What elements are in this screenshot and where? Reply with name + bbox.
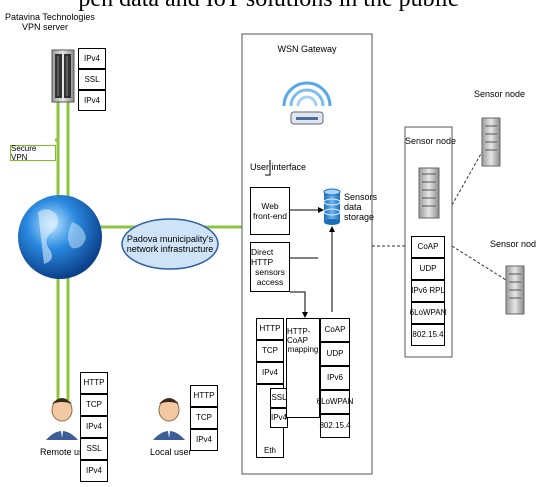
secure-vpn-label: Secure VPN bbox=[10, 144, 56, 162]
gateway-stack-coap: CoAP bbox=[320, 318, 350, 342]
remote-user-label: Remote user bbox=[40, 447, 92, 457]
web-front-end-line1: Web bbox=[261, 201, 279, 211]
municipality-label-line2: network infrastructure bbox=[126, 244, 214, 254]
mapping-line1: HTTP-CoAP bbox=[287, 327, 311, 345]
figure-caption-heading: pen data and IoT solutions in the public bbox=[0, 0, 537, 13]
gateway-stack-http: HTTP bbox=[256, 318, 284, 340]
remote-stack-ipv4-lower: IPv4 bbox=[80, 460, 108, 482]
municipality-network-cloud bbox=[121, 218, 219, 270]
municipality-network-label: Padova municipality's network infrastruc… bbox=[122, 234, 218, 254]
vpn-server-label-line2: VPN server bbox=[21, 22, 68, 32]
web-front-end-box: Web front-end bbox=[250, 187, 290, 235]
vpn-stack-ipv4-lower: IPv4 bbox=[78, 90, 106, 111]
sensor-node-rack-icon-right bbox=[505, 265, 525, 315]
storage-label-line2: data bbox=[344, 202, 362, 212]
http-coap-mapping-box: HTTP-CoAP mapping bbox=[286, 318, 320, 418]
sensor-stack-udp: UDP bbox=[411, 258, 445, 280]
remote-stack-ssl: SSL bbox=[80, 438, 108, 460]
internet-globe-icon bbox=[18, 195, 102, 279]
direct-http-line1: Direct HTTP bbox=[251, 247, 274, 267]
local-user-icon bbox=[153, 398, 185, 440]
sensor-stack-802154: 802.15.4 bbox=[411, 324, 445, 346]
sensors-data-storage-label: Sensors data storage bbox=[344, 192, 377, 222]
storage-label-line3: storage bbox=[344, 212, 375, 222]
mapping-line2: mapping bbox=[287, 345, 319, 354]
web-front-end-line2: front-end bbox=[252, 211, 288, 221]
vpn-server-rack-icon bbox=[51, 49, 75, 103]
wsn-gateway-title: WSN Gateway bbox=[277, 44, 337, 54]
sensor-node-rack-icon-panel bbox=[418, 167, 440, 219]
gateway-stack-udp: UDP bbox=[320, 342, 350, 366]
gateway-stack-ipv4-lower: IPv4 bbox=[270, 408, 288, 428]
gateway-arrows bbox=[265, 160, 335, 318]
direct-http-access-box: Direct HTTP sensors access bbox=[250, 242, 290, 292]
remote-user-icon bbox=[46, 398, 78, 440]
vpn-stack-ssl: SSL bbox=[78, 69, 106, 90]
sensor-panel-title: Sensor node bbox=[405, 136, 457, 146]
storage-database-icon bbox=[323, 188, 341, 225]
direct-http-line3: access bbox=[256, 277, 284, 287]
gateway-stack-ipv6: IPv6 bbox=[320, 366, 350, 390]
remote-stack-ipv4: IPv4 bbox=[80, 416, 108, 438]
vpn-server-label: Patavina Technologies VPN server bbox=[5, 12, 95, 32]
gateway-stack-ipv4: IPv4 bbox=[256, 362, 284, 384]
user-interface-label: User interface bbox=[250, 162, 307, 172]
wifi-router-icon bbox=[282, 81, 332, 125]
sensor-stack-6lowpan: 6LoWPAN bbox=[410, 302, 446, 324]
sensor-stack-coap: CoAP bbox=[411, 236, 445, 258]
sensor-stack-ipv6-rpl: IPv6 RPL bbox=[411, 280, 445, 302]
local-stack-http: HTTP bbox=[190, 385, 218, 407]
dashed-wireless-links bbox=[372, 151, 507, 281]
sensor-node-top-label: Sensor node bbox=[474, 89, 526, 99]
vpn-server-label-line1: Patavina Technologies bbox=[5, 12, 95, 22]
gateway-stack-802154: 802.15.4 bbox=[319, 414, 351, 438]
storage-label-line1: Sensors bbox=[344, 192, 378, 202]
local-user-label: Local user bbox=[150, 447, 192, 457]
sensor-node-right-label: Sensor nod bbox=[490, 239, 537, 249]
local-stack-tcp: TCP bbox=[190, 407, 218, 429]
remote-stack-tcp: TCP bbox=[80, 394, 108, 416]
gateway-stack-6lowpan: 6LoWPAN bbox=[317, 390, 353, 414]
gateway-stack-tcp: TCP bbox=[256, 340, 284, 362]
vpn-stack-ipv4-upper: IPv4 bbox=[78, 48, 106, 69]
sensor-node-rack-icon-top bbox=[481, 117, 501, 167]
local-stack-ipv4: IPv4 bbox=[190, 429, 218, 451]
municipality-label-line1: Padova municipality's bbox=[126, 234, 214, 244]
direct-http-line2: sensors bbox=[255, 267, 285, 277]
remote-stack-http: HTTP bbox=[80, 372, 108, 394]
